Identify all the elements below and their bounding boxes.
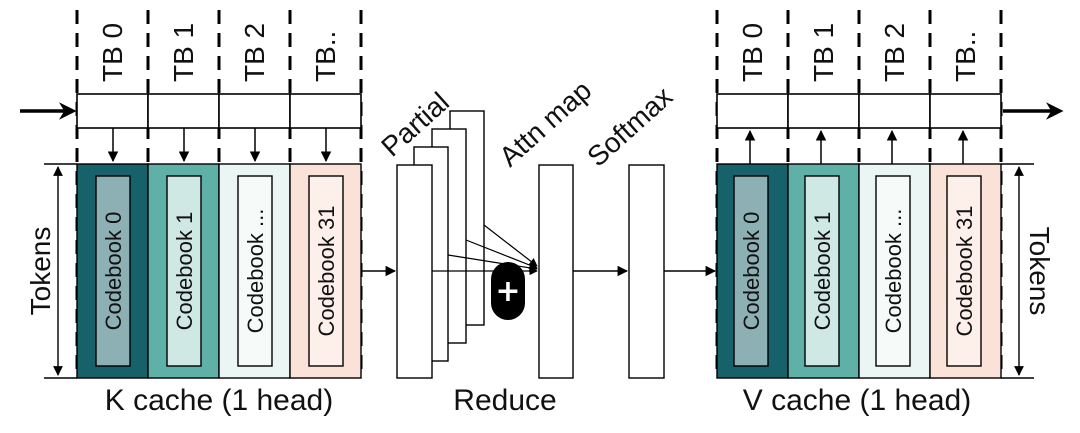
v-codebook-3-label: Codebook 31 bbox=[952, 206, 977, 337]
v-cache-caption: V cache (1 head) bbox=[743, 384, 971, 417]
v-codebook-0-box bbox=[733, 175, 769, 367]
attn-map-box bbox=[538, 164, 574, 379]
v-codebook-2-box bbox=[875, 175, 911, 367]
softmax-label: Softmax bbox=[581, 81, 678, 173]
v-tb-2-label: TB 2 bbox=[879, 23, 910, 82]
partial-attn-maps bbox=[396, 110, 485, 379]
v-tokens-dimension bbox=[1001, 163, 1034, 379]
v-tb-0-label: TB 0 bbox=[737, 23, 768, 82]
k-tb-1-label: TB 1 bbox=[168, 23, 199, 82]
k-tb-3-label: TB.. bbox=[310, 31, 341, 82]
v-up-arrows bbox=[744, 129, 969, 164]
reduce-panel: + Partial Attn map Softmax Reduce bbox=[361, 74, 717, 417]
k-down-arrows bbox=[107, 128, 332, 163]
v-tb-1-label: TB 1 bbox=[808, 23, 839, 82]
v-tb-3-label: TB.. bbox=[950, 31, 981, 82]
k-cache-caption: K cache (1 head) bbox=[105, 384, 333, 417]
v-codebook-0-label: Codebook 0 bbox=[739, 212, 764, 331]
sum-operator bbox=[491, 262, 525, 320]
k-codebook-2-box bbox=[237, 175, 273, 367]
v-tokens-label: Tokens bbox=[1024, 227, 1055, 316]
reduce-caption: Reduce bbox=[453, 384, 556, 417]
v-cache-panel: TB 0 TB 1 TB 2 TB.. Code bbox=[715, 10, 1064, 417]
k-tb-0-label: TB 0 bbox=[97, 23, 128, 82]
attn-map-label: Attn map bbox=[493, 74, 597, 172]
plus-icon: + bbox=[495, 274, 520, 309]
k-codebook-3-label: Codebook 31 bbox=[314, 206, 339, 337]
v-codebook-1-box bbox=[804, 175, 840, 367]
k-query-buffer bbox=[76, 93, 362, 129]
k-tb-2-label: TB 2 bbox=[239, 23, 270, 82]
k-codebook-3-box bbox=[308, 175, 344, 367]
k-codebook-2-label: Codebook ... bbox=[243, 209, 268, 334]
k-codebook-0-label: Codebook 0 bbox=[101, 212, 126, 331]
k-codebook-1-label: Codebook 1 bbox=[172, 212, 197, 331]
softmax-box bbox=[628, 164, 665, 379]
k-cache-panel: TB 0 TB 1 TB 2 TB.. bbox=[20, 10, 363, 417]
k-tokens-dimension bbox=[44, 163, 77, 379]
v-codebook-1-label: Codebook 1 bbox=[810, 212, 835, 331]
v-output-buffer bbox=[716, 93, 1002, 129]
k-tokens-label: Tokens bbox=[25, 227, 56, 316]
k-codebook-1-box bbox=[166, 175, 202, 367]
k-codebook-0-box bbox=[95, 175, 131, 367]
v-codebook-3-box bbox=[946, 175, 982, 367]
v-codebook-2-label: Codebook ... bbox=[881, 209, 906, 334]
